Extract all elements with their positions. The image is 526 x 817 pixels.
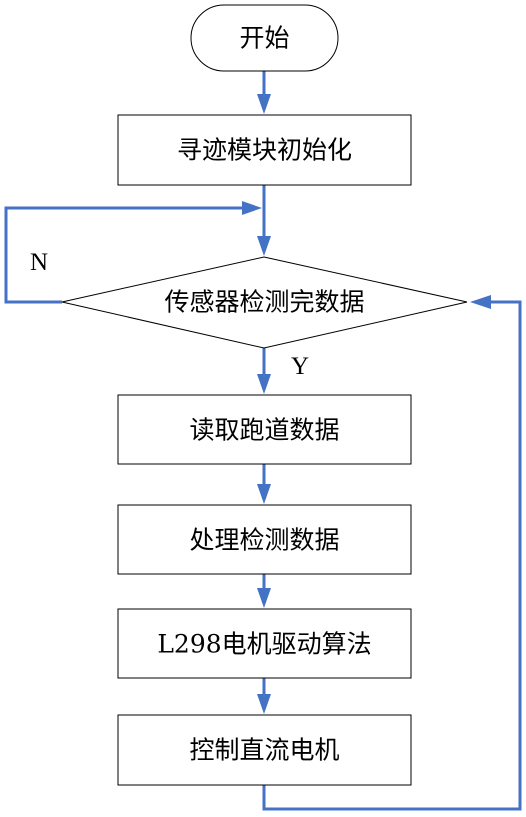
node-algorithm: L298电机驱动算法 xyxy=(117,608,412,679)
init-process-box xyxy=(117,114,412,186)
arrowhead-process-to-algorithm xyxy=(257,588,271,608)
arrowhead-check-no-loop xyxy=(242,201,262,215)
edge-control-to-check xyxy=(262,300,522,811)
algorithm-process-box xyxy=(117,608,412,679)
control-process-box xyxy=(117,714,412,786)
node-control: 控制直流电机 xyxy=(117,714,412,786)
edge-check-no-loop xyxy=(4,206,244,304)
arrowhead-check-to-read xyxy=(257,374,271,394)
start-terminator-shape xyxy=(190,4,339,72)
read-process-box xyxy=(117,394,412,465)
init-label: 寻迹模块初始化 xyxy=(177,136,352,165)
start-label: 开始 xyxy=(239,24,289,53)
node-process: 处理检测数据 xyxy=(117,504,412,575)
algorithm-label: L298电机驱动算法 xyxy=(157,630,371,659)
arrowhead-algorithm-to-control xyxy=(257,694,271,714)
arrowhead-read-to-process xyxy=(257,484,271,504)
node-check: 传感器检测完数据 xyxy=(61,256,468,349)
branch-label-yes: Y xyxy=(291,353,309,380)
arrowhead-control-to-check xyxy=(470,295,491,309)
check-label: 传感器检测完数据 xyxy=(164,288,364,317)
arrowhead-start-to-init xyxy=(257,94,271,114)
branch-label-no: N xyxy=(30,249,48,276)
node-read: 读取跑道数据 xyxy=(117,394,412,465)
node-start: 开始 xyxy=(190,4,339,72)
arrowhead-init-to-check xyxy=(257,236,271,256)
process-label: 处理检测数据 xyxy=(189,526,339,555)
check-decision-diamond xyxy=(61,256,468,349)
node-init: 寻迹模块初始化 xyxy=(117,114,412,186)
connectors xyxy=(4,71,522,811)
process-process-box xyxy=(117,504,412,575)
control-label: 控制直流电机 xyxy=(189,736,339,765)
read-label: 读取跑道数据 xyxy=(189,416,339,445)
